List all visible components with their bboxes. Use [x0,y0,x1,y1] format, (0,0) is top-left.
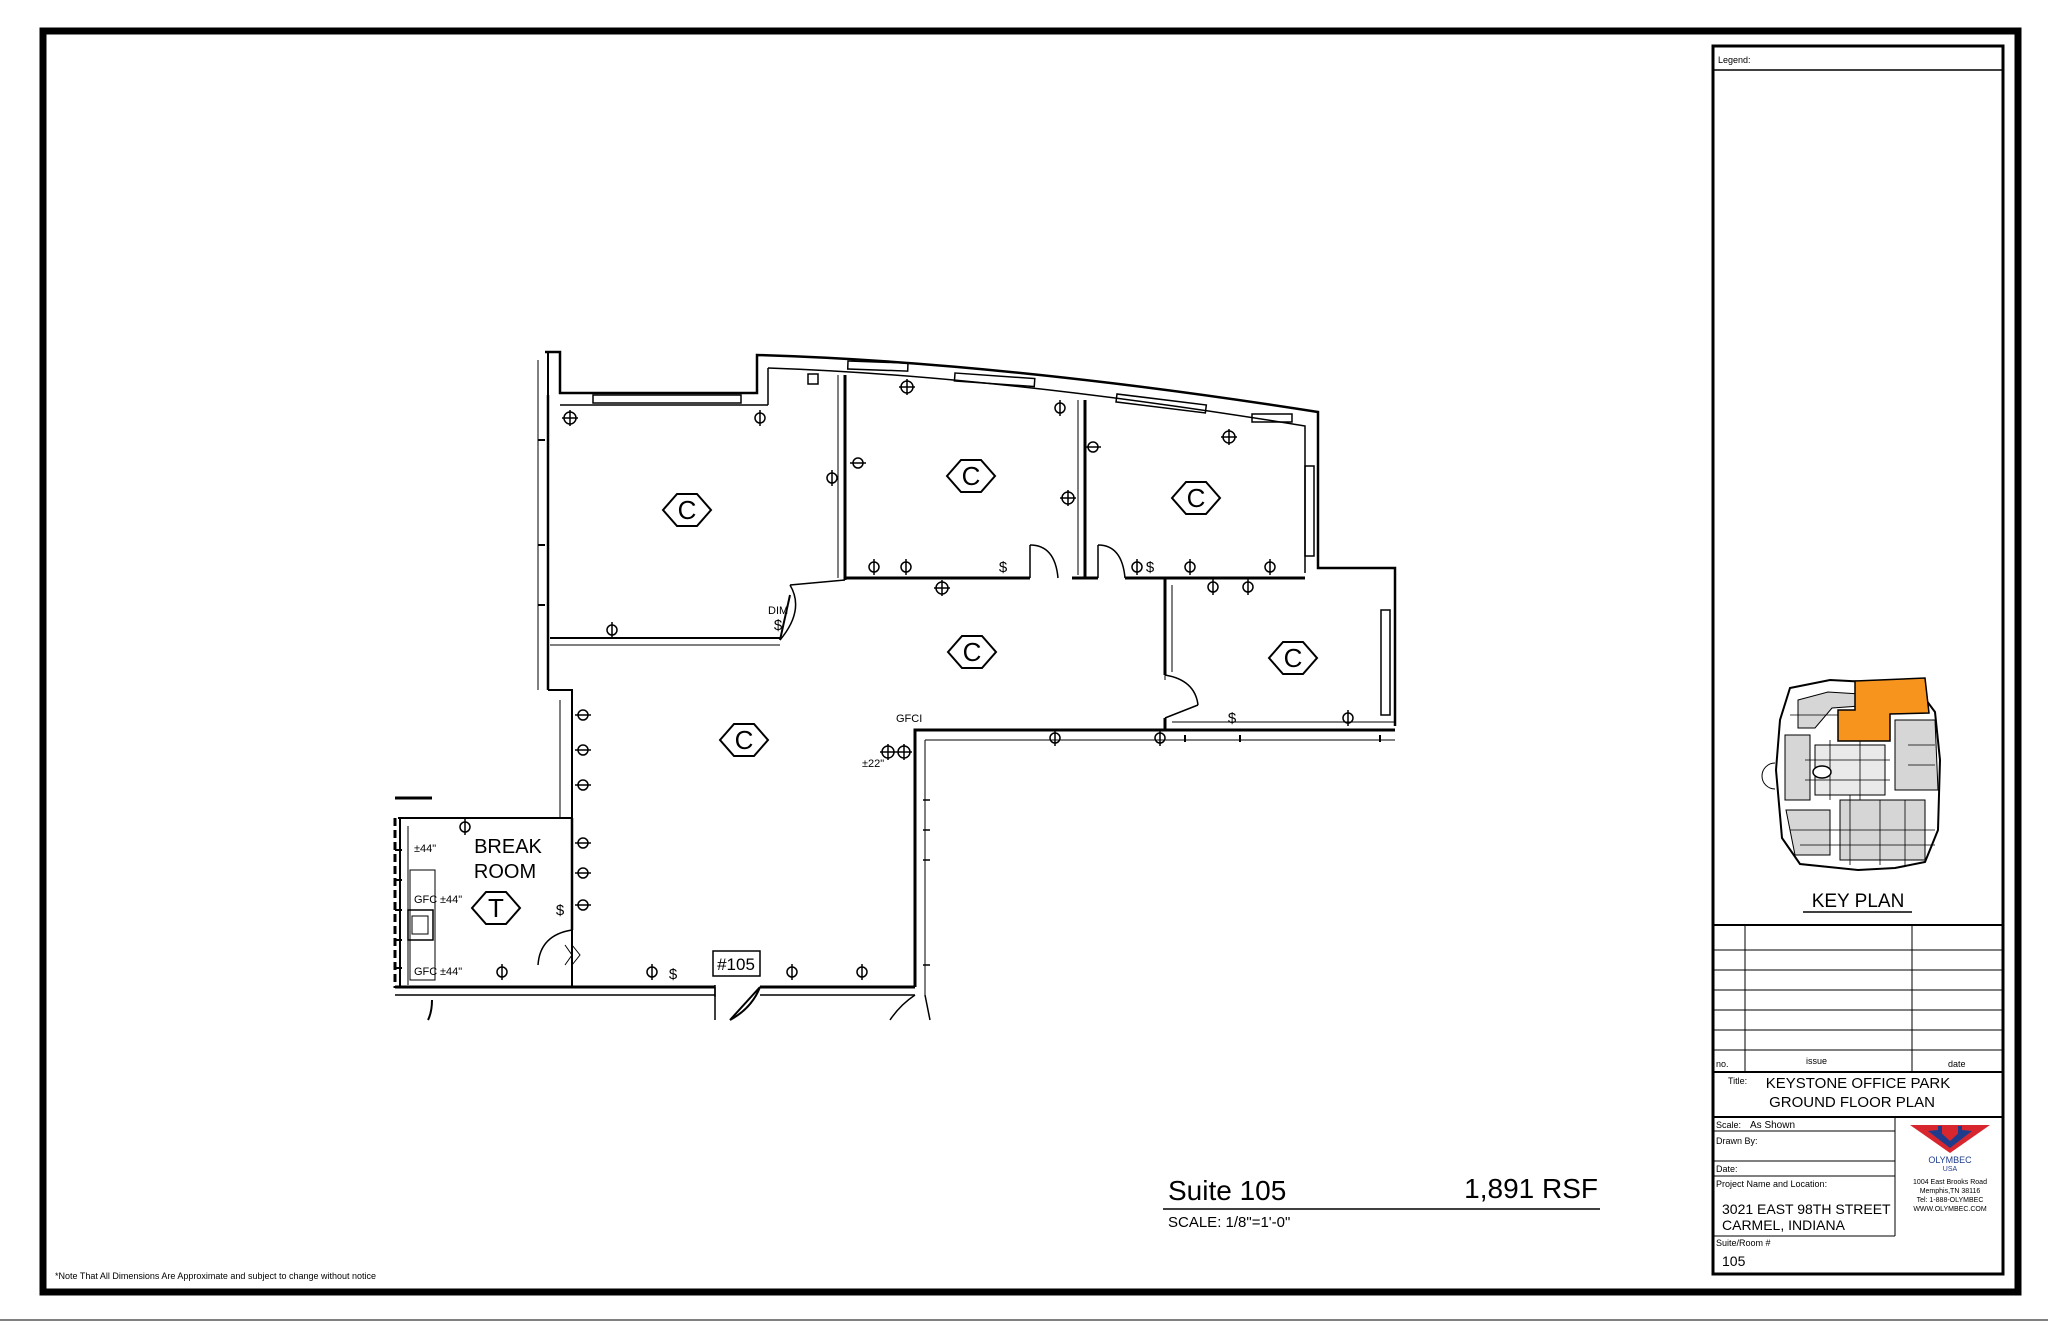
c-tag-5: C [1284,643,1303,673]
suite-tag-box [712,950,761,977]
c-tag-4: C [963,637,982,667]
c-tag-2: C [962,461,981,491]
h44-label-2: ±44" [440,894,462,906]
break-room-label-1: BREAK [474,836,542,858]
floor-plan [393,350,1397,1021]
data-outlets [562,379,1237,760]
dim-label: DIM [768,605,788,617]
address-line-1: 3021 EAST 98TH STREET [1722,1201,1891,1217]
company-tel: Tel: 1-888-OLYMBEC [1917,1197,1984,1204]
suite-room-number: 105 [1722,1253,1746,1269]
c-tag-6: C [735,725,754,755]
col-date: date [1948,1059,1966,1069]
gfc-label-1: GFC [414,894,437,906]
address-line-2: CARMEL, INDIANA [1722,1217,1846,1233]
sheet-border [39,27,2022,1296]
company-name: OLYMBEC [1928,1155,1972,1165]
key-plan-title: KEY PLAN [1812,891,1905,912]
footnote: *Note That All Dimensions Are Approximat… [55,1271,376,1281]
break-room-label-2: ROOM [474,861,536,883]
title-block [1711,44,2005,1276]
gfc-label-2: GFC [414,966,437,978]
outlets [459,400,1354,980]
switch-symbols: $ $ $ $ $ $ [556,559,1237,983]
company-sub: USA [1943,1166,1958,1173]
h44-label-1: ±44" [414,843,436,855]
company-web: WWW.OLYMBEC.COM [1913,1206,1987,1213]
date-label: Date: [1716,1164,1738,1174]
c-tag-3: C [1187,483,1206,513]
suite-rsf: 1,891 RSF [1464,1173,1598,1204]
gfci-label: GFCI [896,713,922,725]
col-issue: issue [1806,1056,1827,1066]
t-tag: T [488,893,504,923]
project-label: Project Name and Location: [1716,1179,1827,1189]
title-line-2: GROUND FLOOR PLAN [1769,1094,1935,1111]
suite-name: Suite 105 [1168,1175,1286,1206]
c-tag-1: C [678,495,697,525]
svg-text:$: $ [669,966,678,983]
key-plan-highlight [1837,677,1930,742]
scale-label: Scale: [1716,1120,1741,1130]
h44-label-3: ±44" [440,966,462,978]
company-address-1: 1004 East Brooks Road [1913,1179,1987,1186]
drawn-by-label: Drawn By: [1716,1136,1758,1146]
svg-text:$: $ [556,902,565,919]
svg-text:$: $ [1146,559,1155,576]
key-plan-map [1761,677,1942,872]
svg-text:$: $ [774,617,783,634]
title-label: Title: [1728,1076,1747,1086]
room-tags [470,459,1319,925]
col-no: no. [1716,1059,1729,1069]
legend-label: Legend: [1718,55,1751,65]
company-address-2: Memphis,TN 38116 [1920,1188,1981,1195]
room-tag-letters: C C C C C C T [488,461,1302,923]
scale-value: As Shown [1750,1120,1795,1131]
h22-label: ±22" [862,758,884,770]
suite-room-label: Suite/Room # [1716,1238,1771,1248]
suite-scale: SCALE: 1/8"=1'-0" [1168,1214,1290,1231]
company-logo [1910,1125,1990,1153]
svg-text:$: $ [1228,710,1237,727]
title-line-1: KEYSTONE OFFICE PARK [1766,1075,1950,1092]
svg-text:$: $ [999,559,1008,576]
suite-tag: #105 [717,955,755,974]
